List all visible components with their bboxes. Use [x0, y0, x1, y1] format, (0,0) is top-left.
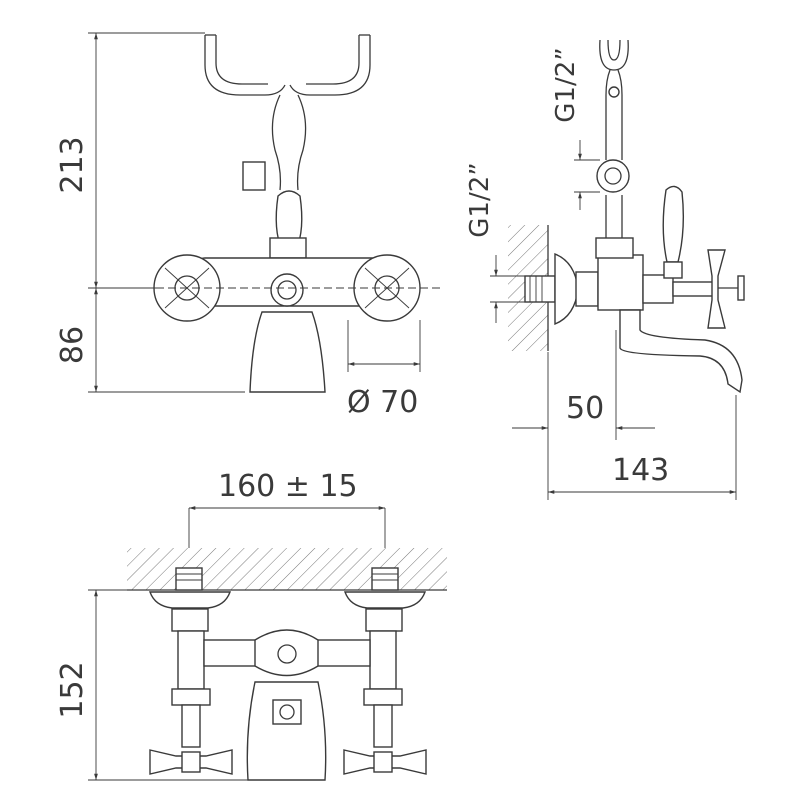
thread-wall-label: G1/2”: [465, 162, 495, 237]
deck-height-dimension: 152: [55, 589, 248, 781]
dim-143-label: 143: [612, 453, 669, 488]
dim-152-label: 152: [55, 661, 90, 718]
side-view: [508, 39, 745, 394]
dim-50-label: 50: [566, 391, 604, 426]
center-distance-dimension: 160 ± 15: [188, 469, 386, 548]
thread-shower-label: G1/2”: [551, 47, 581, 122]
handle-diameter-dimension: Ø 70: [347, 320, 421, 420]
dim-diameter-label: Ø 70: [347, 385, 418, 420]
dim-86-label: 86: [55, 326, 90, 364]
front-height-dimension: 213 86: [55, 32, 245, 393]
spout-dimensions: 50 143: [512, 330, 737, 500]
front-view: [120, 34, 440, 393]
dim-213-label: 213: [55, 136, 90, 193]
thread-dimensions: G1/2” G1/2”: [465, 47, 600, 323]
deck-view: [127, 548, 447, 781]
dim-160-label: 160 ± 15: [218, 469, 358, 504]
